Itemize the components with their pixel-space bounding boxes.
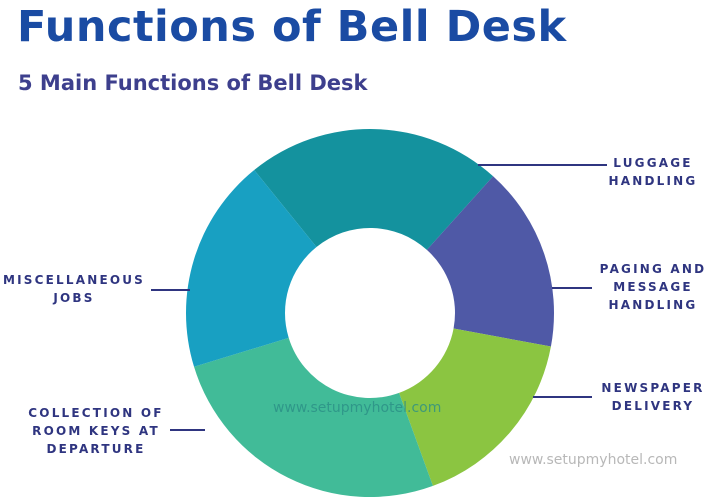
label-paging-message-handling: PAGING AND MESSAGE HANDLING	[600, 260, 707, 314]
label-line: MISCELLANEOUS	[2, 273, 146, 287]
label-line: ROOM KEYS AT	[32, 424, 160, 438]
donut-segment-luggage	[254, 129, 494, 250]
watermark-center: www.setupmyhotel.com	[273, 400, 442, 416]
label-line: DELIVERY	[611, 399, 695, 413]
donut-segment-misc	[186, 170, 317, 367]
page-subtitle: 5 Main Functions of Bell Desk	[18, 71, 368, 95]
label-collection-room-keys: COLLECTION OF ROOM KEYS AT DEPARTURE	[28, 404, 163, 458]
label-line: NEWSPAPER	[601, 381, 705, 395]
label-miscellaneous-jobs: MISCELLANEOUS JOBS	[3, 271, 145, 307]
label-line: DEPARTURE	[46, 442, 146, 456]
leader-lines	[151, 164, 607, 431]
label-line: HANDLING	[608, 298, 698, 312]
label-line: HANDLING	[608, 174, 698, 188]
page-title: Functions of Bell Desk	[17, 2, 567, 52]
donut-segment-paging	[426, 176, 554, 347]
label-line: MESSAGE	[613, 280, 693, 294]
label-line: JOBS	[53, 291, 95, 305]
donut-segment-newspaper	[399, 328, 551, 486]
label-line: PAGING AND	[599, 262, 707, 276]
label-luggage-handling: LUGGAGE HANDLING	[609, 154, 698, 190]
label-newspaper-delivery: NEWSPAPER DELIVERY	[601, 379, 704, 415]
donut-segment-keys	[194, 337, 433, 497]
watermark-corner: www.setupmyhotel.com	[509, 452, 678, 468]
label-line: COLLECTION OF	[28, 406, 164, 420]
label-line: LUGGAGE	[613, 156, 693, 170]
